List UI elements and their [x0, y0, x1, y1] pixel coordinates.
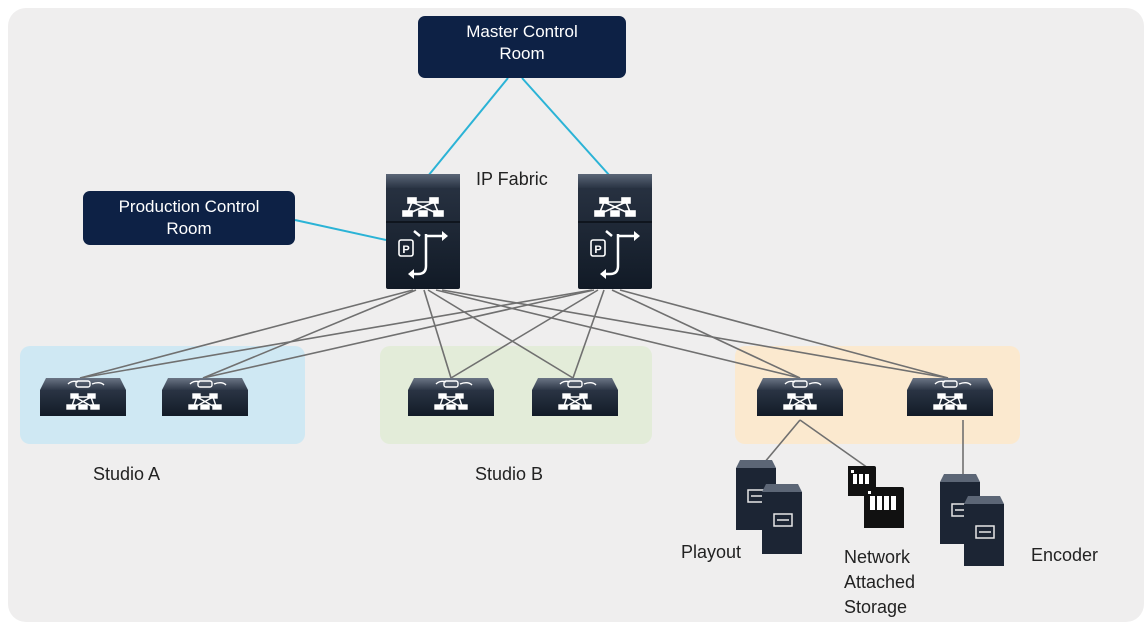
nas-icon — [848, 466, 904, 528]
ip-fabric-label: IP Fabric — [476, 169, 548, 189]
link-master-to-spine-right — [521, 77, 611, 177]
studio-b-label: Studio B — [475, 464, 544, 484]
playout-server-front — [761, 483, 803, 555]
playout-label: Playout — [681, 542, 742, 562]
production-control-room-line2: Room — [166, 219, 212, 238]
leaf-switch-studio-b-1 — [407, 377, 495, 417]
link-master-to-spine-left — [427, 77, 509, 177]
production-control-room-line1: Production Control — [118, 197, 260, 216]
spine-switches: P — [39, 172, 1005, 567]
master-control-room-line2: Room — [499, 44, 545, 63]
nas-label-line1: Network — [844, 547, 911, 567]
production-control-room: Production Control Room — [83, 191, 295, 245]
mesh-links — [79, 289, 964, 475]
leaf-switch-studio-a-2 — [161, 377, 249, 417]
studio-a-label: Studio A — [93, 464, 161, 484]
encoder-label: Encoder — [1031, 545, 1099, 565]
encoder-server-front — [963, 495, 1005, 567]
diagram-canvas: Master Control Room Production Control R… — [8, 8, 1144, 622]
links-layer — [79, 77, 964, 475]
leaf-switch-studio-a-1 — [39, 377, 127, 417]
nas-label-line3: Storage — [844, 597, 908, 617]
master-control-room: Master Control Room — [418, 16, 626, 78]
link-production-to-spine — [294, 219, 387, 241]
nas-label: Network Attached Storage — [844, 545, 915, 620]
spine-switch-left — [384, 172, 462, 291]
master-control-room-line1: Master Control — [466, 22, 578, 41]
nas-label-line2: Attached — [844, 572, 916, 592]
leaf-switch-studio-b-2 — [531, 377, 619, 417]
spine-switch-right — [576, 172, 654, 291]
leaf-switch-services-2 — [906, 377, 994, 417]
leaf-switch-services-1 — [756, 377, 844, 417]
